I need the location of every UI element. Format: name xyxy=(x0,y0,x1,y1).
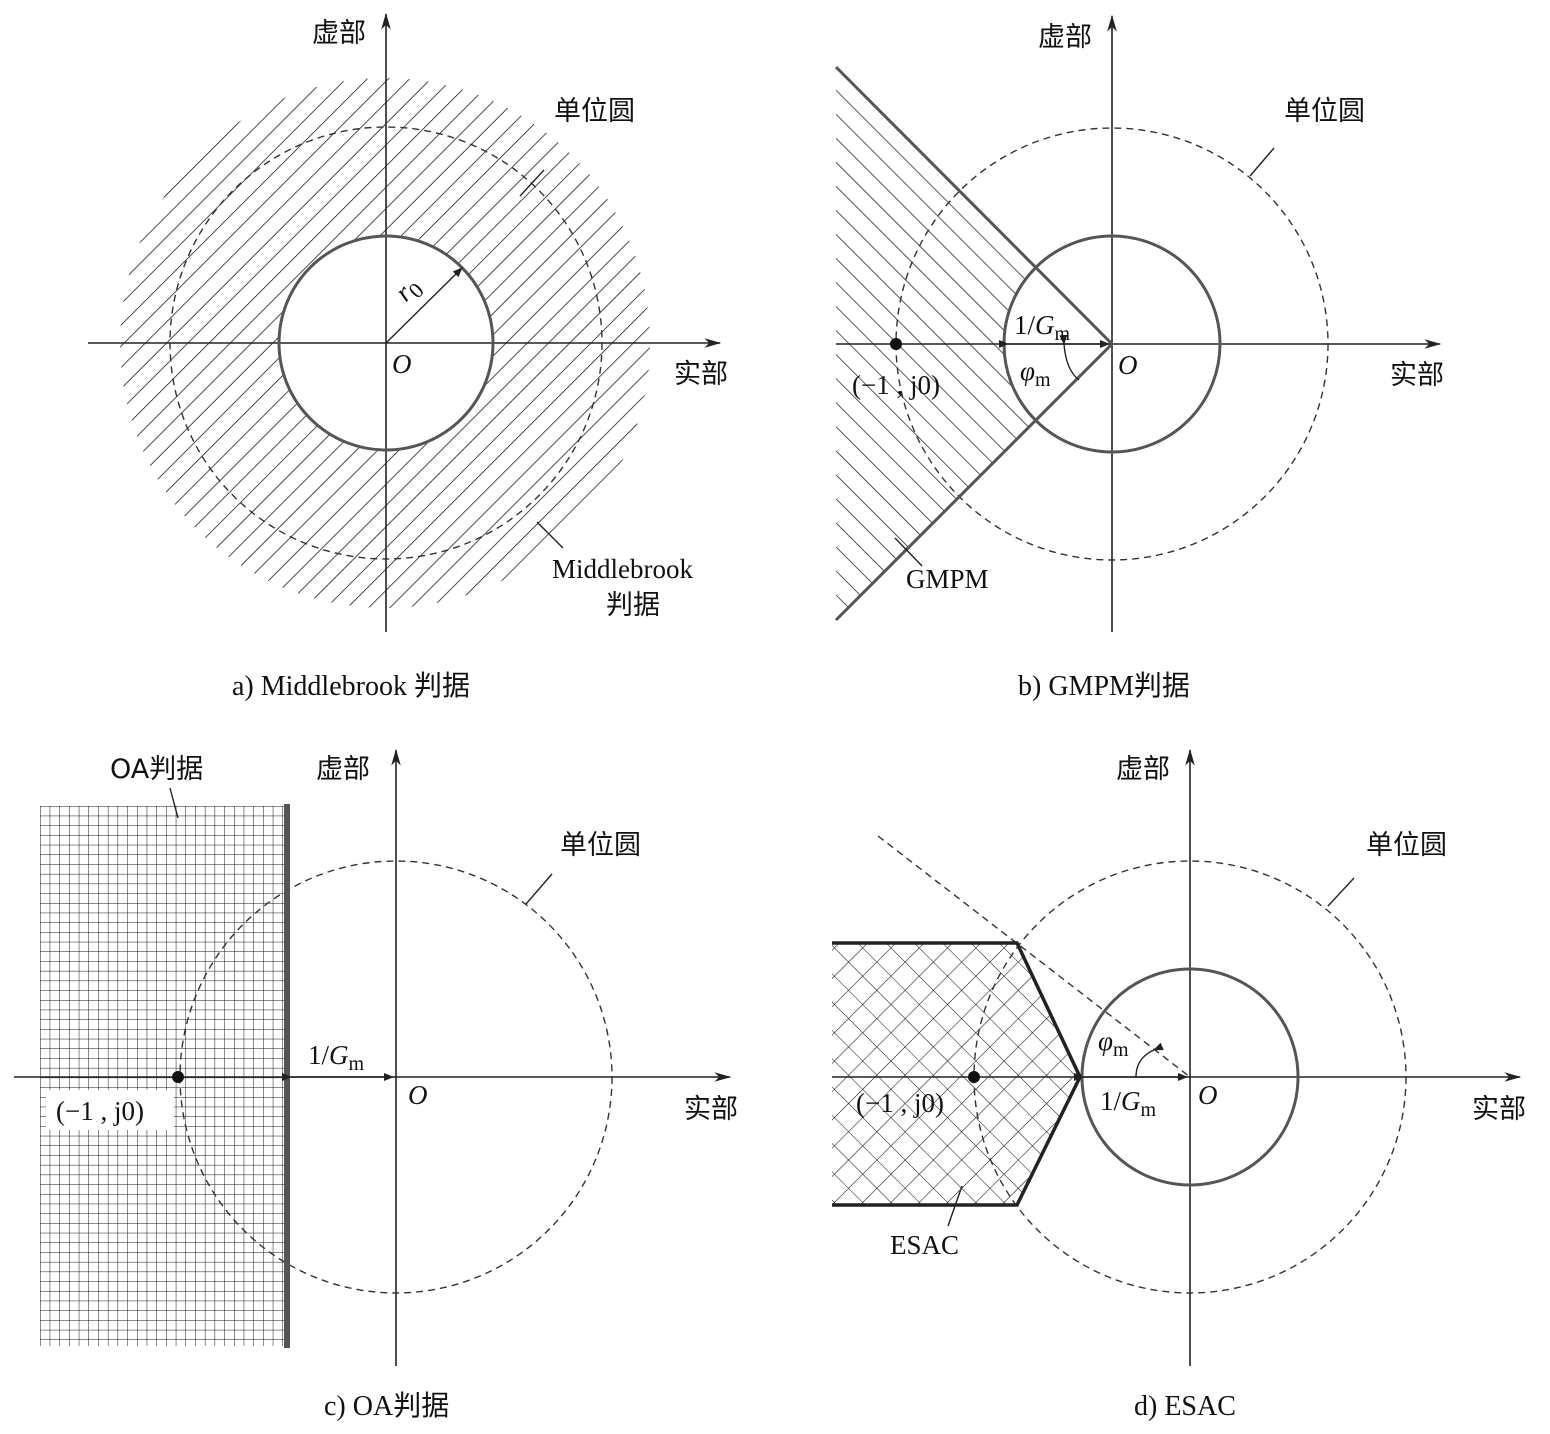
region-leader xyxy=(536,521,564,549)
critical-point xyxy=(172,1071,184,1083)
unit-circle-leader xyxy=(1327,877,1355,907)
critical-point xyxy=(968,1071,980,1083)
critical-point xyxy=(890,338,902,350)
panel-c: 虚部 实部 O 单位圆 1/Gm (−1 , j0) OA判据 c) OA判据 xyxy=(14,748,738,1422)
unit-circle xyxy=(169,126,603,560)
gmpm-boundary xyxy=(834,65,1115,622)
region-leader xyxy=(947,1185,963,1227)
esac-crosshatch-region xyxy=(832,943,1080,1205)
caption-d: d) ESAC xyxy=(1134,1391,1236,1422)
oa-point-label-mask xyxy=(46,1090,174,1130)
unit-circle-label: 单位圆 xyxy=(1284,96,1365,127)
critical-point-label: (−1 , j0) xyxy=(852,370,940,400)
gain-margin-label: 1/Gm xyxy=(308,1040,365,1075)
critical-point-label: (−1 , j0) xyxy=(856,1088,944,1118)
radius-arrow xyxy=(385,267,463,344)
phase-margin-label: φm xyxy=(1098,1026,1129,1061)
origin-label: O xyxy=(1118,350,1138,380)
region-label-line1: Middlebrook xyxy=(552,554,693,584)
origin-label: O xyxy=(1198,1080,1218,1110)
gmpm-label: GMPM xyxy=(906,564,989,594)
region-label-line2: 判据 xyxy=(606,590,660,621)
panel-b: 虚部 实部 O 单位圆 1/Gm φm (−1 , j0) GMPM b) GM… xyxy=(834,14,1444,702)
phase-margin-line xyxy=(877,835,1191,1078)
caption-c: c) OA判据 xyxy=(324,1390,449,1422)
oa-grid-region xyxy=(40,806,287,1346)
origin-label: O xyxy=(392,349,412,379)
imag-axis-label: 虚部 xyxy=(316,754,370,785)
unit-circle-leader xyxy=(1249,147,1275,177)
phase-arc xyxy=(1059,334,1080,381)
unit-circle-leader xyxy=(525,873,553,905)
gmpm-hatched-region xyxy=(836,67,1033,620)
region-leader xyxy=(894,537,923,567)
real-axis-label: 实部 xyxy=(684,1094,738,1125)
real-axis-label: 实部 xyxy=(1472,1094,1526,1125)
phase-arc xyxy=(1135,1042,1164,1078)
radius-circle xyxy=(277,234,495,452)
imag-axis-label: 虚部 xyxy=(312,18,366,49)
critical-point-label: (−1 , j0) xyxy=(56,1096,144,1126)
imag-axis-label: 虚部 xyxy=(1116,754,1170,785)
real-axis-label: 实部 xyxy=(674,359,728,390)
unit-circle-leader xyxy=(519,169,545,197)
phase-margin-label: φm xyxy=(1020,356,1051,391)
region-leader xyxy=(169,787,179,819)
origin-label: O xyxy=(408,1080,428,1110)
gain-margin-label: 1/Gm xyxy=(1014,310,1071,345)
panel-a: r0 虚部 实部 O 单位圆 Middlebrook 判据 a) Middleb… xyxy=(88,12,728,702)
unit-circle-label: 单位圆 xyxy=(560,830,641,861)
unit-circle-label: 单位圆 xyxy=(1366,830,1447,861)
real-axis-label: 实部 xyxy=(1390,360,1444,391)
caption-a: a) Middlebrook 判据 xyxy=(232,670,470,702)
panel-d: 虚部 实部 O 单位圆 1/Gm φm (−1 , j0) ESAC d) ES… xyxy=(832,748,1526,1422)
unit-circle-label: 单位圆 xyxy=(554,96,635,127)
oa-label: OA判据 xyxy=(110,754,203,785)
esac-label: ESAC xyxy=(890,1230,959,1260)
middlebrook-hatched-region xyxy=(120,78,650,608)
caption-b: b) GMPM判据 xyxy=(1018,670,1190,702)
radius-label: r0 xyxy=(389,271,429,311)
imag-axis-label: 虚部 xyxy=(1038,22,1092,53)
gain-margin-label: 1/Gm xyxy=(1100,1086,1157,1121)
